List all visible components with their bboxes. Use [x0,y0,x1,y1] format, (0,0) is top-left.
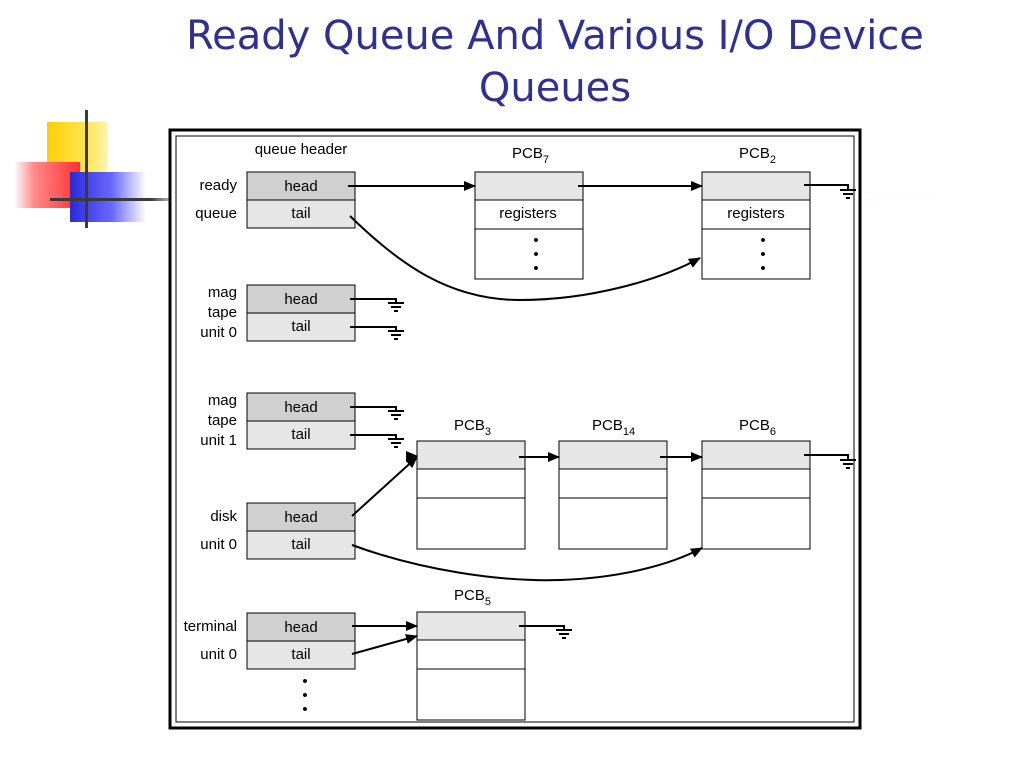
mag-tape-0-label-line3: unit 0 [200,324,237,341]
pcb2-null-terminator [804,184,856,199]
decorative-blue-rectangle [70,172,146,222]
slide-title: Ready Queue And Various I/O Device Queue… [186,13,924,111]
terminal-tail-to-pcb5-arrow [351,634,418,655]
decorative-vertical-line [85,110,88,228]
disk-tail-label: tail [291,536,310,553]
tape0-tail-label: tail [291,318,310,335]
ready-head-label: head [284,178,317,195]
pcb5-null-terminator [519,625,572,639]
tape0-tail-null-terminator [350,326,404,340]
terminal-tail-label: tail [291,646,310,663]
pcb-3-block [416,440,526,550]
pcb-7-ellipsis-dot: • [533,260,538,277]
pcb-6-label-sub: 6 [770,426,776,438]
pcb-3-label-sub: 3 [485,426,491,438]
disk-label-line2: unit 0 [200,536,237,553]
mag-tape-1-label-line3: unit 1 [200,432,237,449]
disk-head-to-pcb3-arrow [351,456,418,517]
mag-tape-0-queue-header: head tail [246,284,356,342]
disk-tail-to-pcb6-arrow [351,544,703,582]
pcb-7-ellipsis-dot: • [533,232,538,249]
pcb-2-label: PCB2 [739,145,776,166]
pcb-5-label-base: PCB [454,587,485,604]
tape0-head-label: head [284,291,317,308]
queue-ellipsis-dot: • [302,701,307,718]
pcb-2-label-base: PCB [739,145,770,162]
pcb-6-block [701,440,811,550]
ready-queue-header: head tail [246,171,356,229]
disk-queue-header: head tail [246,502,356,560]
tape0-head-null-terminator [350,298,404,312]
pcb-2-ellipsis-dot: • [760,232,765,249]
pcb-6-label-base: PCB [739,417,770,434]
pcb6-null-terminator [804,454,856,469]
pcb-5-block [416,611,526,721]
pcb-7-ellipsis-dot: • [533,246,538,263]
pcb-7-block: registers • • • [474,171,584,280]
pcb-6-label: PCB6 [739,417,776,438]
diagram-frame-inner [175,135,855,723]
pcb-7-registers-label: registers [499,205,557,222]
mag-tape-0-label-line2: tape [208,304,237,321]
pcb-2-block: registers • • • [701,171,811,280]
pcb-14-label-base: PCB [592,417,623,434]
pcb-2-registers-label: registers [727,205,785,222]
pcb-7-label: PCB7 [512,145,549,166]
terminal-head-label: head [284,619,317,636]
pcb-7-label-sub: 7 [543,154,549,166]
ready-tail-label: tail [291,205,310,222]
disk-head-label: head [284,509,317,526]
tape1-tail-label: tail [291,426,310,443]
tape1-head-null-terminator [350,406,404,420]
pcb-7-label-base: PCB [512,145,543,162]
tape1-head-label: head [284,399,317,416]
queue-ellipsis-dot: • [302,687,307,704]
pcb-5-label: PCB5 [454,587,491,608]
pcb-2-ellipsis-dot: • [760,260,765,277]
disk-label-line1: disk [210,508,237,525]
terminal-label-line1: terminal [184,618,237,635]
pcb-3-label-base: PCB [454,417,485,434]
terminal-label-line2: unit 0 [200,646,237,663]
pcb-14-label-sub: 14 [623,426,635,438]
mag-tape-0-label-line1: mag [208,284,237,301]
mag-tape-1-label-line1: mag [208,392,237,409]
pcb-5-label-sub: 5 [485,596,491,608]
pcb-2-ellipsis-dot: • [760,246,765,263]
terminal-queue-header: head tail [246,612,356,670]
mag-tape-1-label-line2: tape [208,412,237,429]
ready-queue-label-line2: queue [195,205,237,222]
ready-queue-label-line1: ready [199,177,237,194]
queue-header-label: queue header [255,141,348,158]
ready-tail-to-pcb2-arrow [349,215,701,302]
pcb-3-label: PCB3 [454,417,491,438]
mag-tape-1-queue-header: head tail [246,392,356,450]
pcb-14-label: PCB14 [592,417,635,438]
queue-ellipsis-dot: • [302,673,307,690]
pcb-14-block [558,440,668,550]
tape1-tail-null-terminator [350,434,404,448]
pcb-2-label-sub: 2 [770,154,776,166]
